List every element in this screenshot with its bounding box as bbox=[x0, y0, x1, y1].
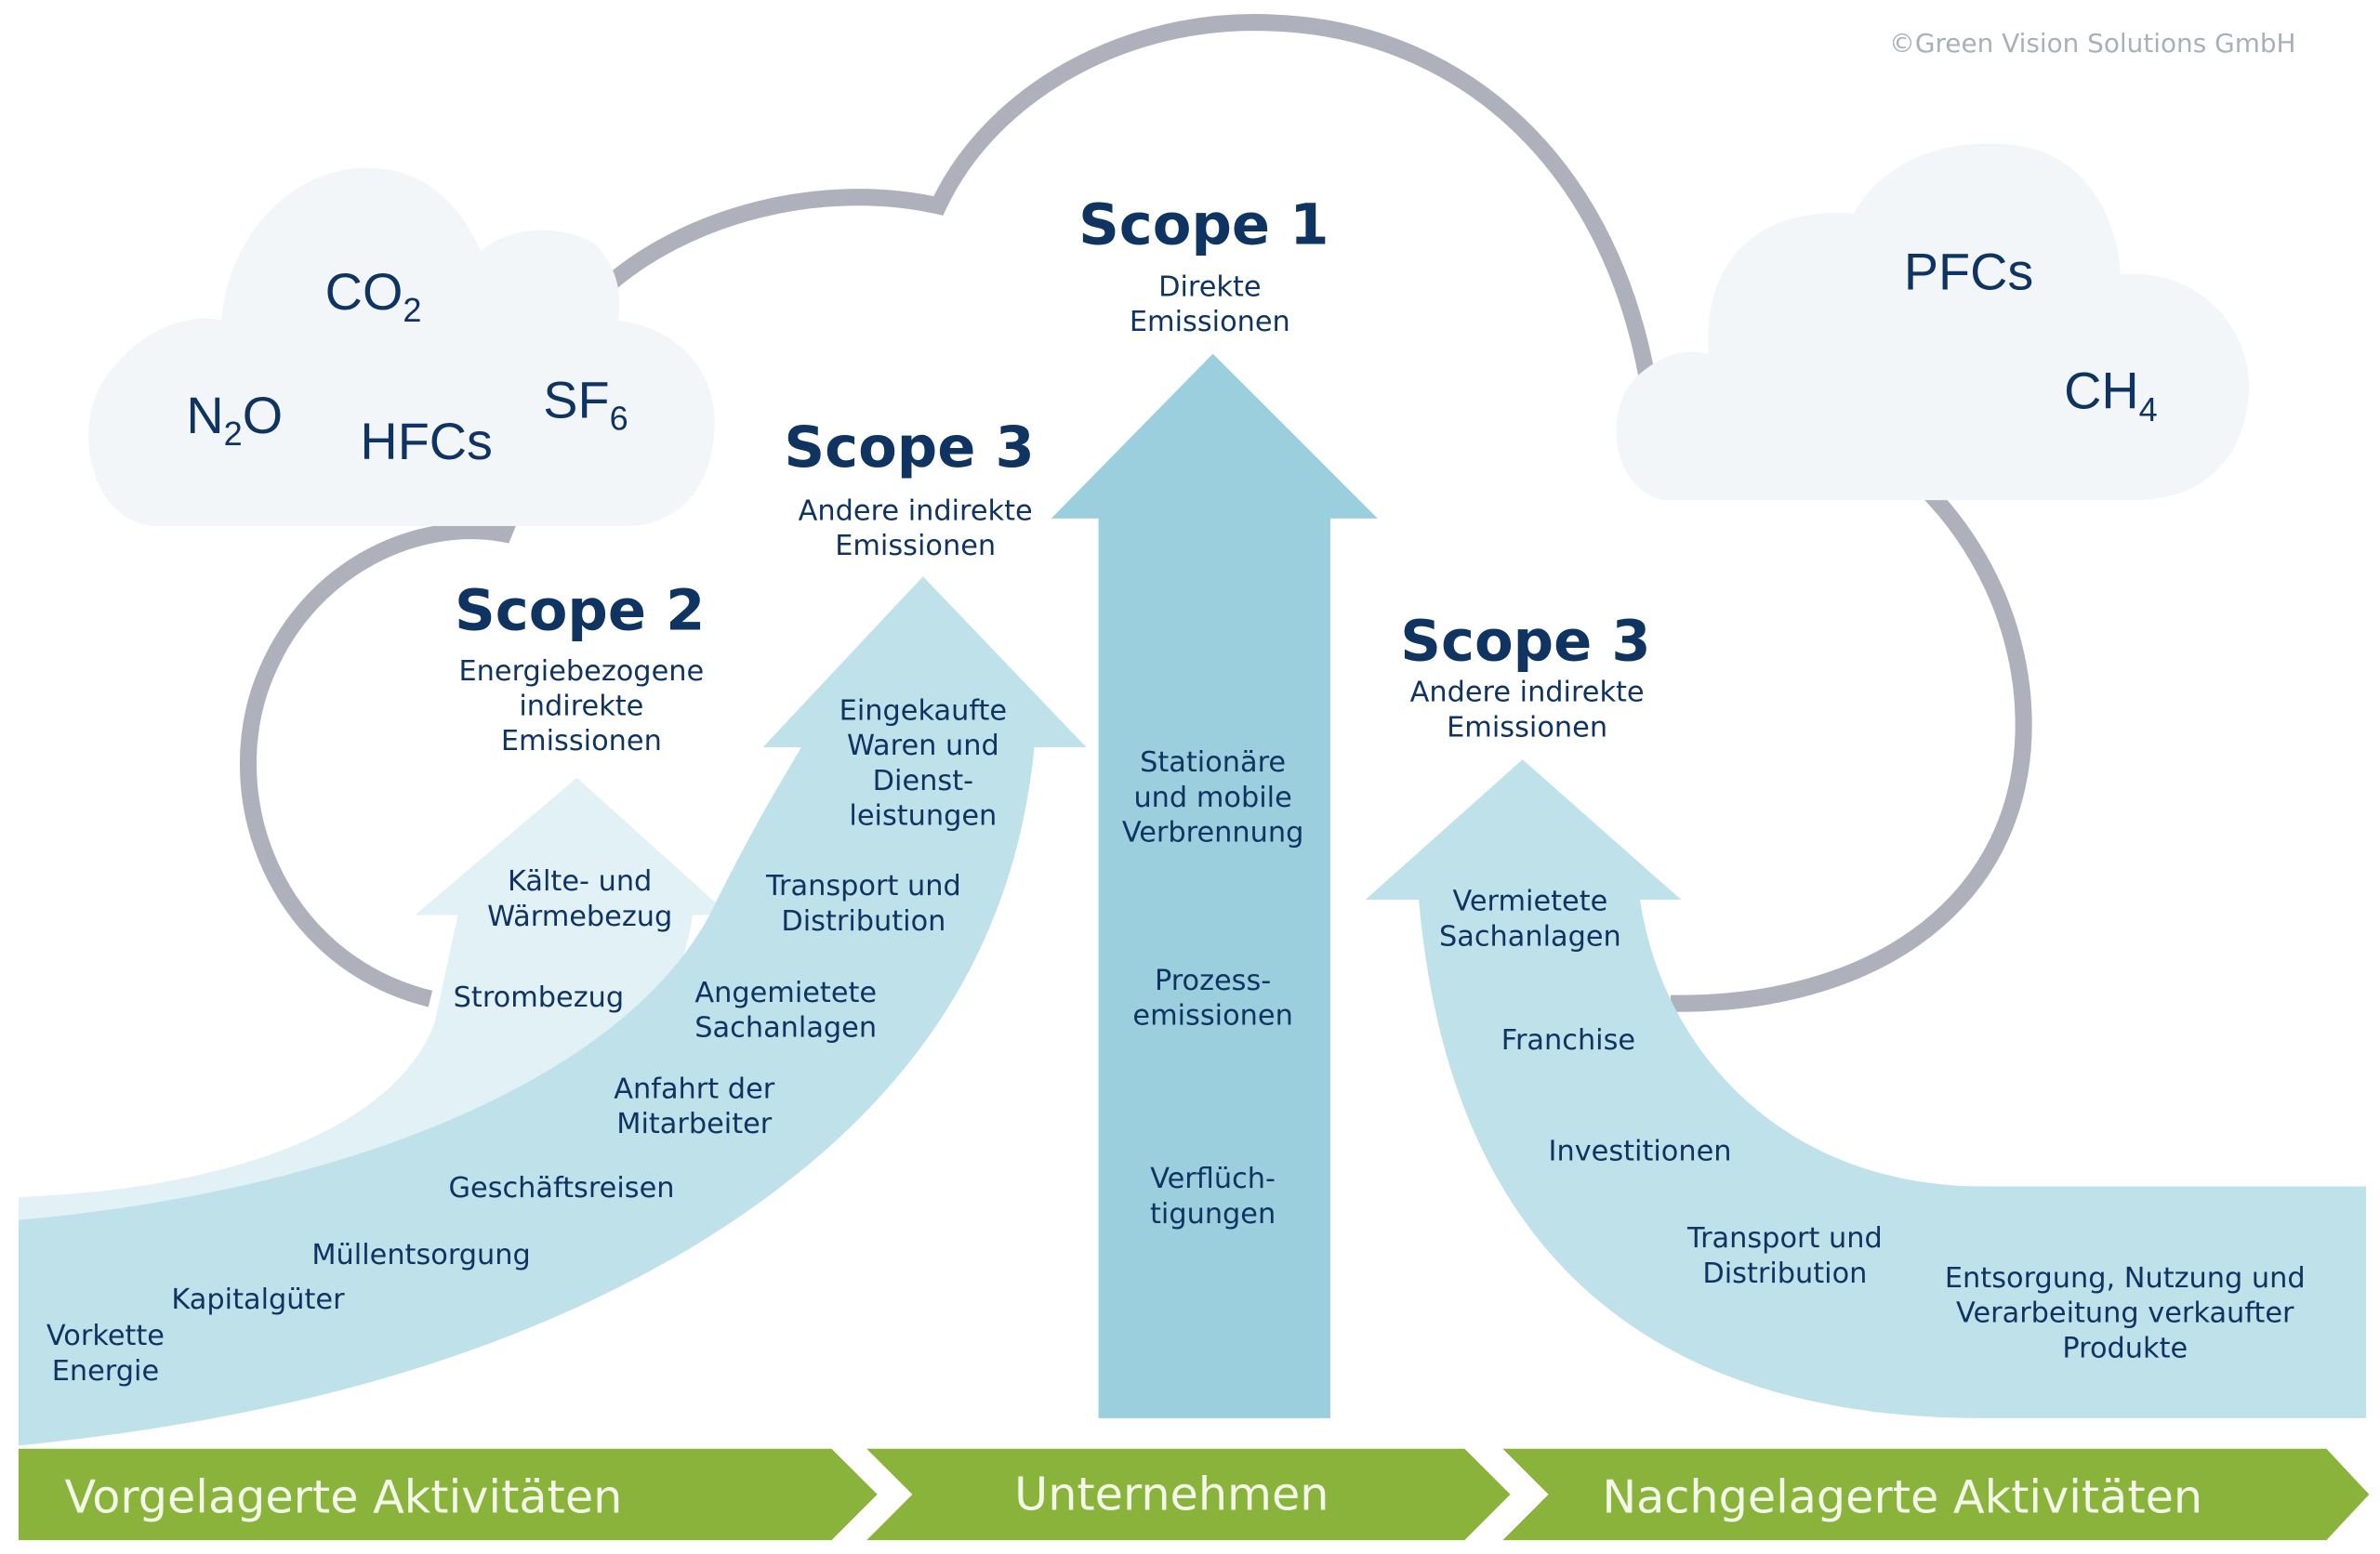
scope3-downstream-title: Scope 3 bbox=[1400, 609, 1650, 674]
value-chain-label-company: Unternehmen bbox=[1014, 1467, 1329, 1521]
value-chain-label-upstream: Vorgelagerte Aktivitäten bbox=[64, 1470, 622, 1524]
scope3-downstream-item-line: Entsorgung, Nutzung und bbox=[1945, 1262, 2306, 1295]
gas-ch4: CH4 bbox=[2064, 362, 2158, 428]
right-gas-cloud bbox=[1616, 143, 2250, 501]
value-chain-downstream bbox=[1502, 1448, 2370, 1541]
scope2-item-line: Wärmebezug bbox=[487, 901, 672, 933]
gas-n2o: N2O bbox=[186, 387, 283, 453]
scope3-upstream-item-line: Dienst- bbox=[873, 765, 973, 797]
scope1-item-line: und mobile bbox=[1133, 782, 1291, 814]
scope3-upstream-subtitle-text-line: Emissionen bbox=[835, 530, 996, 562]
value-chain-company bbox=[866, 1448, 1511, 1541]
scope3-downstream-subtitle-text-line: Andere indirekte bbox=[1410, 677, 1645, 709]
scope1-item: Prozess-emissionen bbox=[1132, 965, 1292, 1033]
scope3-upstream-item: Müllentsorgung bbox=[311, 1239, 530, 1271]
scope2-subtitle-text-line: indirekte bbox=[519, 691, 643, 723]
scope3-downstream-item-line: Franchise bbox=[1501, 1024, 1635, 1057]
scope1-arrow bbox=[1051, 353, 1378, 1418]
scope2-item: Strombezug bbox=[454, 981, 624, 1014]
scope2-item-line: Kälte- und bbox=[508, 865, 652, 898]
scope3-upstream-item: Geschäftsreisen bbox=[449, 1172, 675, 1205]
scope3-upstream-item-line: Sachanlagen bbox=[694, 1012, 877, 1045]
scope3-downstream-arrow bbox=[1365, 759, 2367, 1418]
scope1-item-line: Verbrennung bbox=[1122, 817, 1303, 849]
value-chain-upstream bbox=[18, 1448, 878, 1541]
scope3-upstream-item-line: Waren und bbox=[847, 730, 999, 762]
scope3-downstream-item-line: Sachanlagen bbox=[1439, 920, 1621, 953]
scope2-item-line: Strombezug bbox=[454, 981, 624, 1014]
scope3-upstream-item-line: Geschäftsreisen bbox=[449, 1172, 675, 1205]
scope3-downstream-item: Investitionen bbox=[1549, 1136, 1732, 1168]
scope3-upstream-item-line: Angemietete bbox=[694, 977, 877, 1009]
scope3-downstream-item-line: Investitionen bbox=[1549, 1136, 1732, 1168]
scope3-downstream-item-line: Verarbeitung verkaufter bbox=[1956, 1297, 2294, 1330]
scope1-title: Scope 1 bbox=[1078, 193, 1329, 258]
scope3-upstream-item-line: Mitarbeiter bbox=[616, 1108, 773, 1140]
main-cloud-outline bbox=[240, 14, 2032, 1012]
scope1-item-line: tigungen bbox=[1150, 1198, 1276, 1231]
scope3-upstream-title: Scope 3 bbox=[784, 415, 1034, 481]
gas-hfcs: HFCs bbox=[360, 413, 493, 470]
gas-co2: CO2 bbox=[325, 263, 422, 329]
scope3-upstream-item-line: leistungen bbox=[849, 800, 997, 833]
scope3-downstream-item-line: Vermietete bbox=[1452, 886, 1607, 918]
scope3-upstream-item-line: Vorkette bbox=[46, 1320, 165, 1352]
scope3-upstream-item-line: Distribution bbox=[781, 905, 945, 938]
scope2-title: Scope 2 bbox=[455, 579, 705, 644]
scope1-item-line: Stationäre bbox=[1140, 746, 1286, 779]
scope3-downstream-subtitle-text-line: Emissionen bbox=[1447, 711, 1607, 744]
scope3-upstream-arrow bbox=[18, 576, 1087, 1446]
scope3-downstream-item-line: Distribution bbox=[1702, 1258, 1867, 1290]
value-chain-label-downstream: Nachgelagerte Aktivitäten bbox=[1602, 1470, 2202, 1524]
scope3-upstream-item-line: Kapitalgüter bbox=[171, 1284, 345, 1316]
scope1-item-line: Verflüch- bbox=[1150, 1163, 1276, 1195]
copyright-notice: ©Green Vision Solutions GmbH bbox=[1889, 28, 2296, 59]
scope3-upstream-item-line: Müllentsorgung bbox=[311, 1239, 530, 1271]
scope3-downstream-item: Franchise bbox=[1501, 1024, 1635, 1057]
scope3-upstream-subtitle-text-line: Andere indirekte bbox=[799, 494, 1033, 527]
scope3-downstream-item-line: Produkte bbox=[2062, 1332, 2188, 1364]
scope3-upstream-item: Kapitalgüter bbox=[171, 1284, 345, 1316]
scope1-subtitle-text-line: Emissionen bbox=[1130, 306, 1290, 338]
scope2-arrow bbox=[18, 777, 730, 1228]
scope2-subtitle-text-line: Emissionen bbox=[501, 725, 662, 757]
gas-pfcs: PFCs bbox=[1904, 244, 2033, 301]
scope1-subtitle-text-line: Direkte bbox=[1158, 270, 1261, 303]
scope1-item-line: emissionen bbox=[1132, 1000, 1292, 1033]
gas-sf6: SF6 bbox=[543, 372, 628, 438]
scope3-downstream-item-line: Transport und bbox=[1686, 1222, 1883, 1255]
scope3-upstream-item-line: Energie bbox=[52, 1355, 159, 1388]
scope3-upstream-item-line: Anfahrt der bbox=[614, 1073, 774, 1105]
left-gas-cloud bbox=[88, 167, 715, 527]
scope3-upstream-item-line: Eingekaufte bbox=[840, 694, 1007, 727]
value-chain-band: Vorgelagerte Aktivitäten Unternehmen Nac… bbox=[18, 1448, 2370, 1541]
scope3-upstream-item-line: Transport und bbox=[765, 870, 961, 902]
scope1-item-line: Prozess- bbox=[1155, 965, 1271, 997]
scope1-item: Verflüch-tigungen bbox=[1150, 1163, 1276, 1231]
scope2-subtitle-text-line: Energiebezogene bbox=[459, 655, 705, 688]
